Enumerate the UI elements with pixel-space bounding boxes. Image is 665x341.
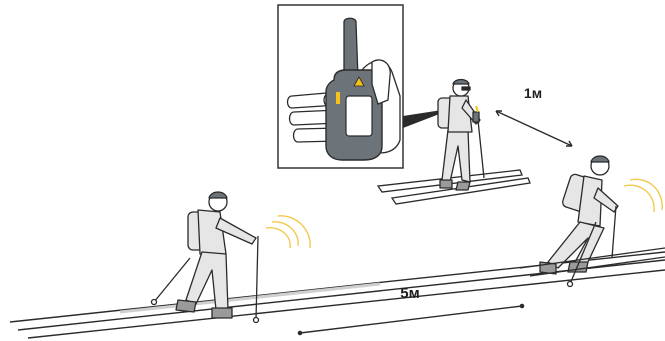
far-distance-arrow xyxy=(298,304,523,334)
middle-skier-skis xyxy=(378,170,530,204)
device-screen xyxy=(346,96,372,136)
skier-icon xyxy=(438,80,484,191)
near-distance-arrow xyxy=(496,111,572,146)
ski-track xyxy=(10,252,665,338)
near-distance-label: 1м xyxy=(524,85,542,101)
right-skier-signal-waves xyxy=(624,179,662,212)
signal-wave-icon xyxy=(266,216,310,248)
far-distance-label: 5м xyxy=(400,285,419,302)
